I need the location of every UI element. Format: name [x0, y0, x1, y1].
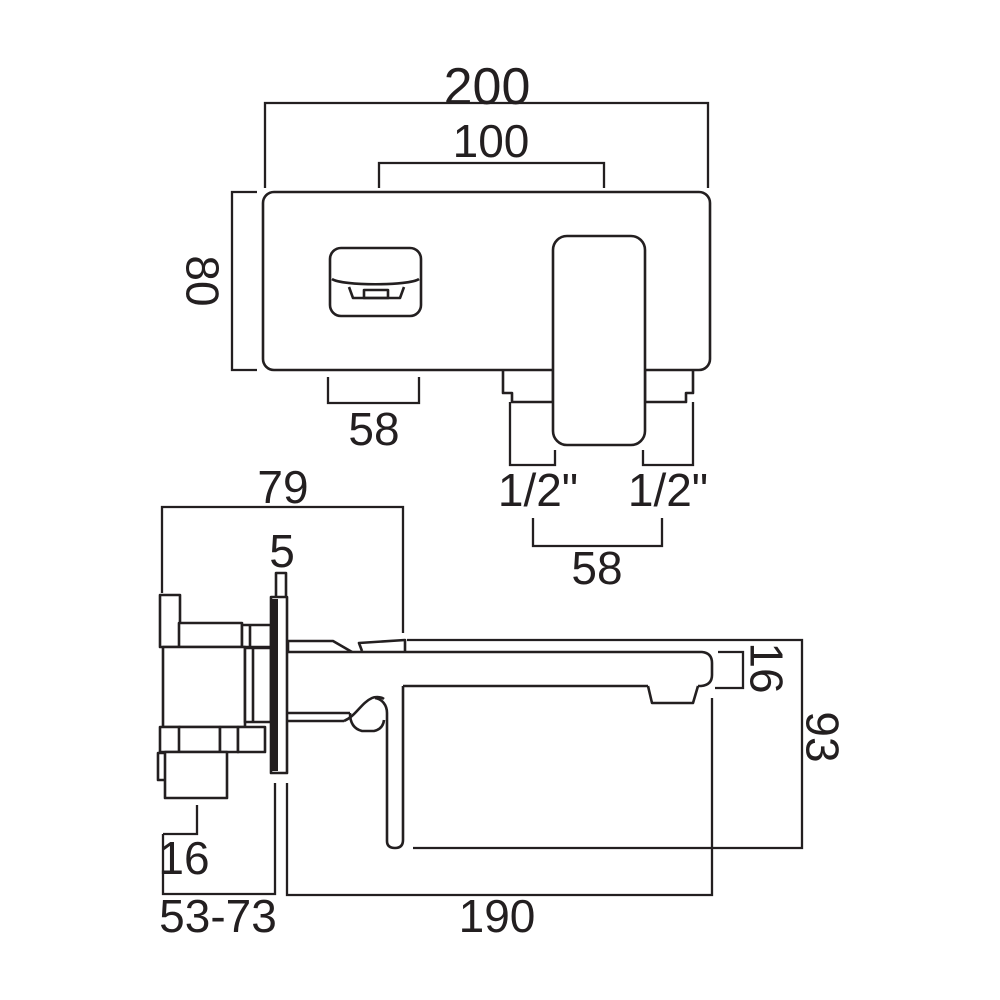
dim-bracket-inlet-right — [641, 402, 695, 467]
valve-bottom-pipe — [177, 725, 222, 754]
spout-underside-curve — [343, 695, 385, 723]
dim-bracket-plate-height — [230, 190, 257, 372]
valve-neck — [243, 646, 273, 724]
inlet-collar-right — [643, 371, 695, 404]
dim-label-inlet-right: 1/2" — [628, 464, 708, 516]
handle-paddle-side-profile — [374, 686, 405, 850]
lever-side-segment-1 — [286, 639, 353, 654]
dim-label-inlet-left: 1/2" — [498, 464, 578, 516]
valve-bottom-tab — [158, 725, 182, 754]
handle-front-outline — [551, 234, 647, 447]
dim-bracket-overall-height — [407, 638, 804, 850]
dim-label-spout-depth: 16 — [740, 642, 792, 693]
dim-label-outlet-offset: 16 — [158, 832, 209, 884]
front-view: 200 100 80 58 1/2" 1/2" 58 — [176, 58, 712, 594]
dim-label-spout-projection: 190 — [459, 890, 536, 942]
dim-label-overall-width: 200 — [444, 58, 531, 116]
valve-bottom-union — [218, 725, 240, 754]
valve-main-body — [161, 645, 247, 729]
dim-bracket-spout-width — [326, 377, 421, 405]
dim-bracket-centres-100 — [377, 161, 606, 188]
aerator-insert — [362, 288, 390, 300]
dim-bracket-inlet-left — [508, 402, 557, 467]
dim-label-plate-height: 80 — [176, 255, 228, 306]
backplate-thickness-shading — [272, 599, 278, 771]
dim-bracket-spout-depth — [715, 650, 745, 690]
dim-bracket-body-projection — [160, 505, 405, 633]
valve-outlet-block — [163, 750, 229, 800]
dim-label-spout-width: 58 — [348, 403, 399, 455]
side-view: 79 5 16 53-73 190 93 16 — [156, 461, 848, 942]
dim-label-centres-100: 100 — [453, 115, 530, 167]
dim-label-overall-height: 93 — [796, 711, 848, 762]
dim-label-plate-thickness: 5 — [269, 525, 295, 577]
lever-side-segment-2 — [357, 638, 407, 652]
spout-lip-curve — [331, 277, 420, 286]
valve-top-union — [240, 623, 273, 649]
valve-top-pipe — [177, 621, 244, 649]
dim-label-inlet-centres: 58 — [571, 542, 622, 594]
spout-side-top-outline — [287, 650, 714, 688]
dim-label-wall-depth: 53-73 — [159, 890, 277, 942]
dim-bracket-inlet-centres — [531, 518, 664, 548]
valve-top-tab — [158, 593, 182, 649]
concealed-valve-body — [156, 593, 273, 800]
dim-bracket-spout-projection — [285, 698, 714, 897]
dim-label-body-projection: 79 — [257, 461, 308, 513]
inlet-collar-left — [501, 371, 555, 404]
dim-bracket-wall-depth — [161, 783, 277, 896]
dim-bracket-outlet-offset — [163, 805, 199, 836]
spout-aerator-side — [646, 685, 700, 705]
pivot-knuckle-detail — [348, 712, 386, 733]
valve-bottom-union-2 — [236, 725, 267, 754]
dim-bracket-overall-width — [263, 101, 710, 188]
